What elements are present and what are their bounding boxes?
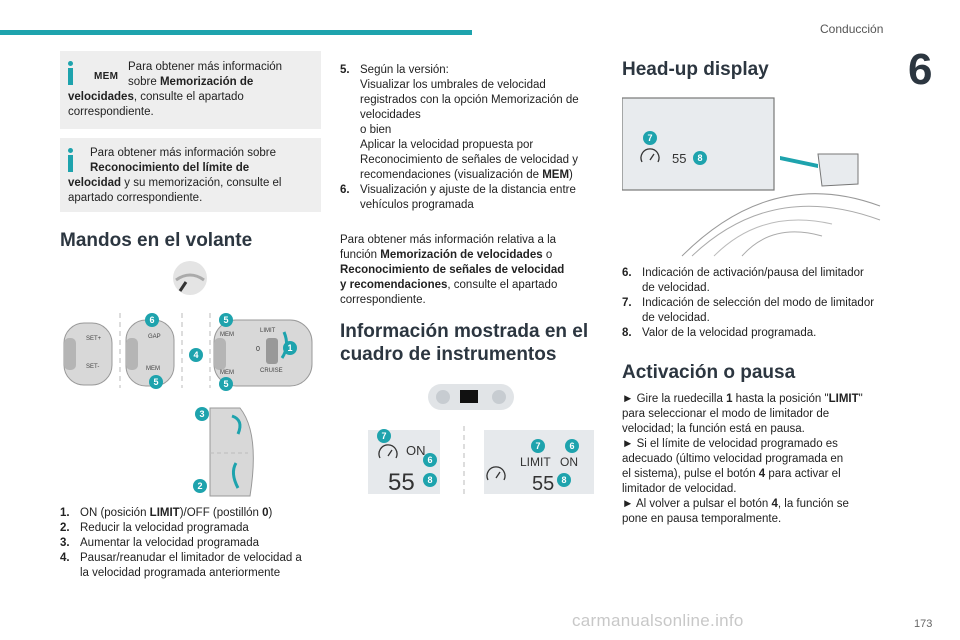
callout-6: 6 <box>149 315 154 325</box>
mem-tag: MEM <box>94 71 119 82</box>
steering-controls-diagram: SET+ SET- GAP MEM MEM MEM LIMIT 0 CRUISE… <box>63 261 313 497</box>
heading-head-up: Head-up display <box>622 59 769 80</box>
callout-1: 1 <box>287 343 292 353</box>
head-up-display-diagram: 55 7 8 <box>622 97 881 257</box>
watermark: carmanualsonline.info <box>572 611 744 630</box>
lower-stalk <box>209 407 254 497</box>
label-mem-left: MEM <box>146 366 160 372</box>
cluster-right-on: ON <box>560 455 578 469</box>
label-zero: 0 <box>256 346 260 353</box>
info-icon <box>68 148 74 172</box>
list-item: 4.Pausar/reanudar el limitador de veloci… <box>60 552 302 579</box>
activation-paragraph: ► Gire la ruedecilla 1 hasta la posición… <box>622 393 863 525</box>
label-mem-top: MEM <box>220 332 234 338</box>
info-icon <box>68 61 74 85</box>
heading-activation: Activación o pausa <box>622 362 796 383</box>
label-set-plus: SET+ <box>86 336 102 342</box>
callout-3: 3 <box>199 409 204 419</box>
hud-callout-8: 8 <box>697 153 702 163</box>
mandos-list: 1.ON (posición LIMIT)/OFF (postillón 0) … <box>60 506 322 581</box>
list-item: 1.ON (posición LIMIT)/OFF (postillón 0) <box>60 507 273 519</box>
right-stalk: MEM MEM LIMIT 0 CRUISE <box>213 319 313 387</box>
cluster-left-on: ON <box>406 443 426 458</box>
label-cruise: CRUISE <box>260 368 283 374</box>
callout-5b: 5 <box>223 315 228 325</box>
list-item: 3.Aumentar la velocidad programada <box>60 537 259 549</box>
section-name: Conducción <box>820 22 884 36</box>
callout-4: 4 <box>193 350 198 360</box>
cluster-callout-8b: 8 <box>561 475 566 485</box>
label-set-minus: SET- <box>86 364 99 370</box>
hud-callout-7: 7 <box>647 133 652 143</box>
list-item: 6.Visualización y ajuste de la distancia… <box>340 184 576 211</box>
cluster-left-speed: 55 <box>388 469 415 496</box>
page-number: 173 <box>914 618 933 630</box>
speedometer-icon <box>378 444 398 459</box>
list-item: 6.Indicación de activación/pausa del lim… <box>622 267 864 294</box>
cluster-callout-6b: 6 <box>569 441 574 451</box>
left-stalk: SET+ SET- GAP MEM <box>63 319 175 387</box>
callout-5: 5 <box>153 377 158 387</box>
head-up-list: 6.Indicación de activación/pausa del lim… <box>622 266 884 341</box>
header-accent-bar <box>0 30 472 35</box>
speedometer-icon <box>486 466 506 481</box>
speedometer-icon <box>640 148 660 163</box>
info-box-mem: MEM Para obtener más información sobre M… <box>60 51 321 129</box>
label-limit: LIMIT <box>260 328 276 334</box>
list-item: 2.Reducir la velocidad programada <box>60 522 249 534</box>
heading-mandos: Mandos en el volante <box>60 230 253 251</box>
mid-paragraph: Para obtener más información relativa a … <box>340 234 565 306</box>
list-item: 5. Según la versión: Visualizar los umbr… <box>340 64 579 181</box>
cluster-right-limit: LIMIT <box>520 455 551 469</box>
label-mem-bottom: MEM <box>220 370 234 376</box>
cluster-callout-7: 7 <box>381 431 386 441</box>
cluster-right-speed: 55 <box>532 473 554 495</box>
cluster-callout-7b: 7 <box>535 441 540 451</box>
callout-5c: 5 <box>223 379 228 389</box>
callout-2: 2 <box>197 481 202 491</box>
hud-speed: 55 <box>672 151 686 166</box>
info-box-speed-limit: Para obtener más información sobre Recon… <box>60 138 321 212</box>
label-gap: GAP <box>148 334 161 340</box>
chapter-number: 6 <box>908 45 933 94</box>
list-item: 8.Valor de la velocidad programada. <box>622 327 817 339</box>
instrument-cluster-diagram: ON 55 LIMIT ON 55 7 6 8 7 6 8 <box>368 384 594 498</box>
list-item: 7.Indicación de selección del modo de li… <box>622 297 875 324</box>
cluster-callout-8: 8 <box>427 475 432 485</box>
steering-wheel-icon <box>173 261 207 295</box>
cluster-callout-6: 6 <box>427 455 432 465</box>
mid-list: 5. Según la versión: Visualizar los umbr… <box>340 63 602 213</box>
dashboard-icon <box>428 384 514 410</box>
